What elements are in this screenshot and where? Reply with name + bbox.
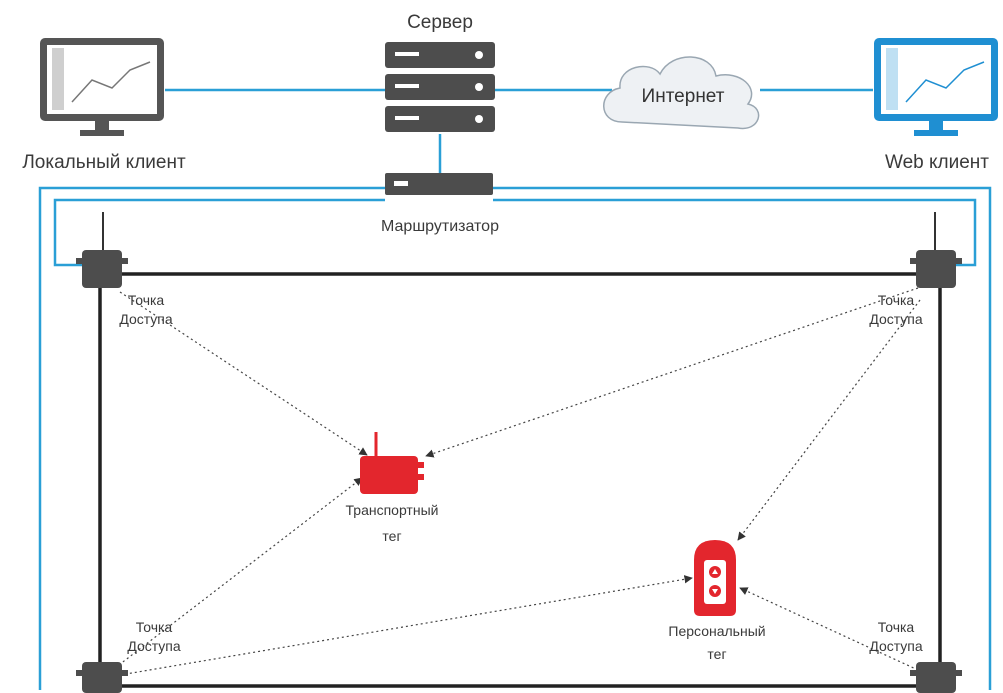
transport-tag-icon (360, 432, 424, 494)
transport-tag-label-line1: Транспортный (346, 502, 439, 518)
access-point-icon (910, 212, 962, 288)
access-point-label-line2: Доступа (869, 311, 923, 327)
internet-cloud-icon (603, 56, 760, 130)
access-point-label-line1: Точка (878, 619, 915, 635)
web-client-monitor-icon (874, 38, 998, 136)
router-label: Маршрутизатор (381, 218, 499, 235)
internet-label: Интернет (642, 86, 725, 107)
personal-tag-label-line1: Персональный (668, 623, 765, 639)
coverage-area (98, 272, 942, 688)
access-point-label-line2: Доступа (119, 311, 173, 327)
server-icon (385, 42, 495, 132)
access-point-label-line1: Точка (136, 619, 173, 635)
access-point-icon (910, 662, 962, 693)
personal-tag-icon (694, 540, 736, 616)
access-point-label-line1: Точка (878, 292, 915, 308)
transport-tag-label-line2: тег (382, 528, 401, 544)
personal-tag-label-line2: тег (707, 646, 726, 662)
access-point-icon (76, 662, 128, 693)
access-point-icon (76, 212, 128, 288)
signal-arrows (114, 287, 921, 676)
access-point-label-line1: Точка (128, 292, 165, 308)
local-client-label: Локальный клиент (22, 152, 186, 173)
network-lines (38, 88, 992, 690)
router-icon (385, 173, 493, 195)
server-label: Сервер (407, 12, 473, 33)
local-client-monitor-icon (40, 38, 164, 136)
access-point-label-line2: Доступа (869, 638, 923, 654)
access-point-label-line2: Доступа (127, 638, 181, 654)
web-client-label: Web клиент (885, 152, 989, 173)
